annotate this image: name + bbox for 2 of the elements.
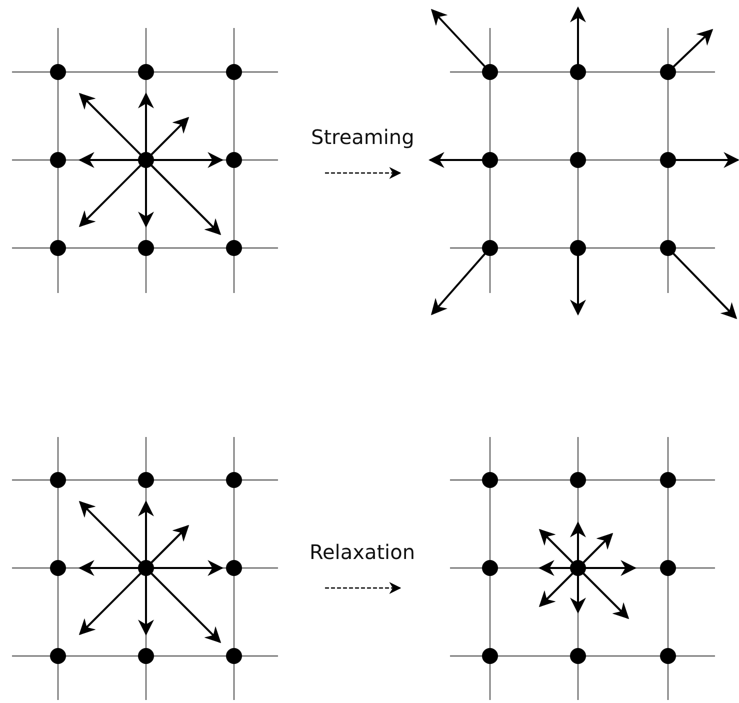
dashed-arrow [325,167,402,179]
dashed-arrow [325,582,402,594]
